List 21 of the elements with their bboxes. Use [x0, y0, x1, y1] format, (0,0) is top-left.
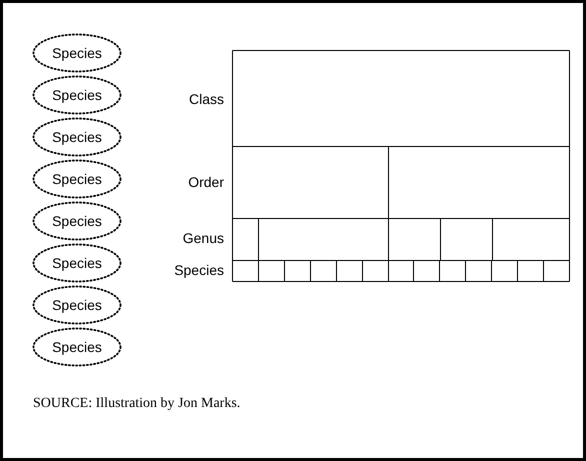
dotted-ellipse	[32, 327, 122, 367]
rank-label: Genus	[182, 230, 224, 246]
rank-label: Order	[187, 174, 224, 190]
dotted-ellipse	[32, 117, 122, 157]
species-label: Species	[52, 129, 102, 145]
dotted-ellipse	[32, 33, 122, 73]
source-caption: SOURCE: Illustration by Jon Marks.	[33, 396, 240, 412]
species-label: Species	[52, 339, 102, 355]
species-label: Species	[52, 297, 102, 313]
rank-label: Species	[173, 262, 224, 278]
species-label: Species	[52, 45, 102, 61]
species-label: Species	[52, 255, 102, 271]
dotted-ellipse	[32, 201, 122, 241]
rank-label: Class	[188, 91, 224, 107]
species-label: Species	[52, 87, 102, 103]
species-label: Species	[52, 213, 102, 229]
dotted-ellipse	[32, 159, 122, 199]
dotted-ellipse	[32, 285, 122, 325]
dotted-ellipse	[32, 243, 122, 283]
species-label: Species	[52, 171, 102, 187]
dotted-ellipse	[32, 75, 122, 115]
